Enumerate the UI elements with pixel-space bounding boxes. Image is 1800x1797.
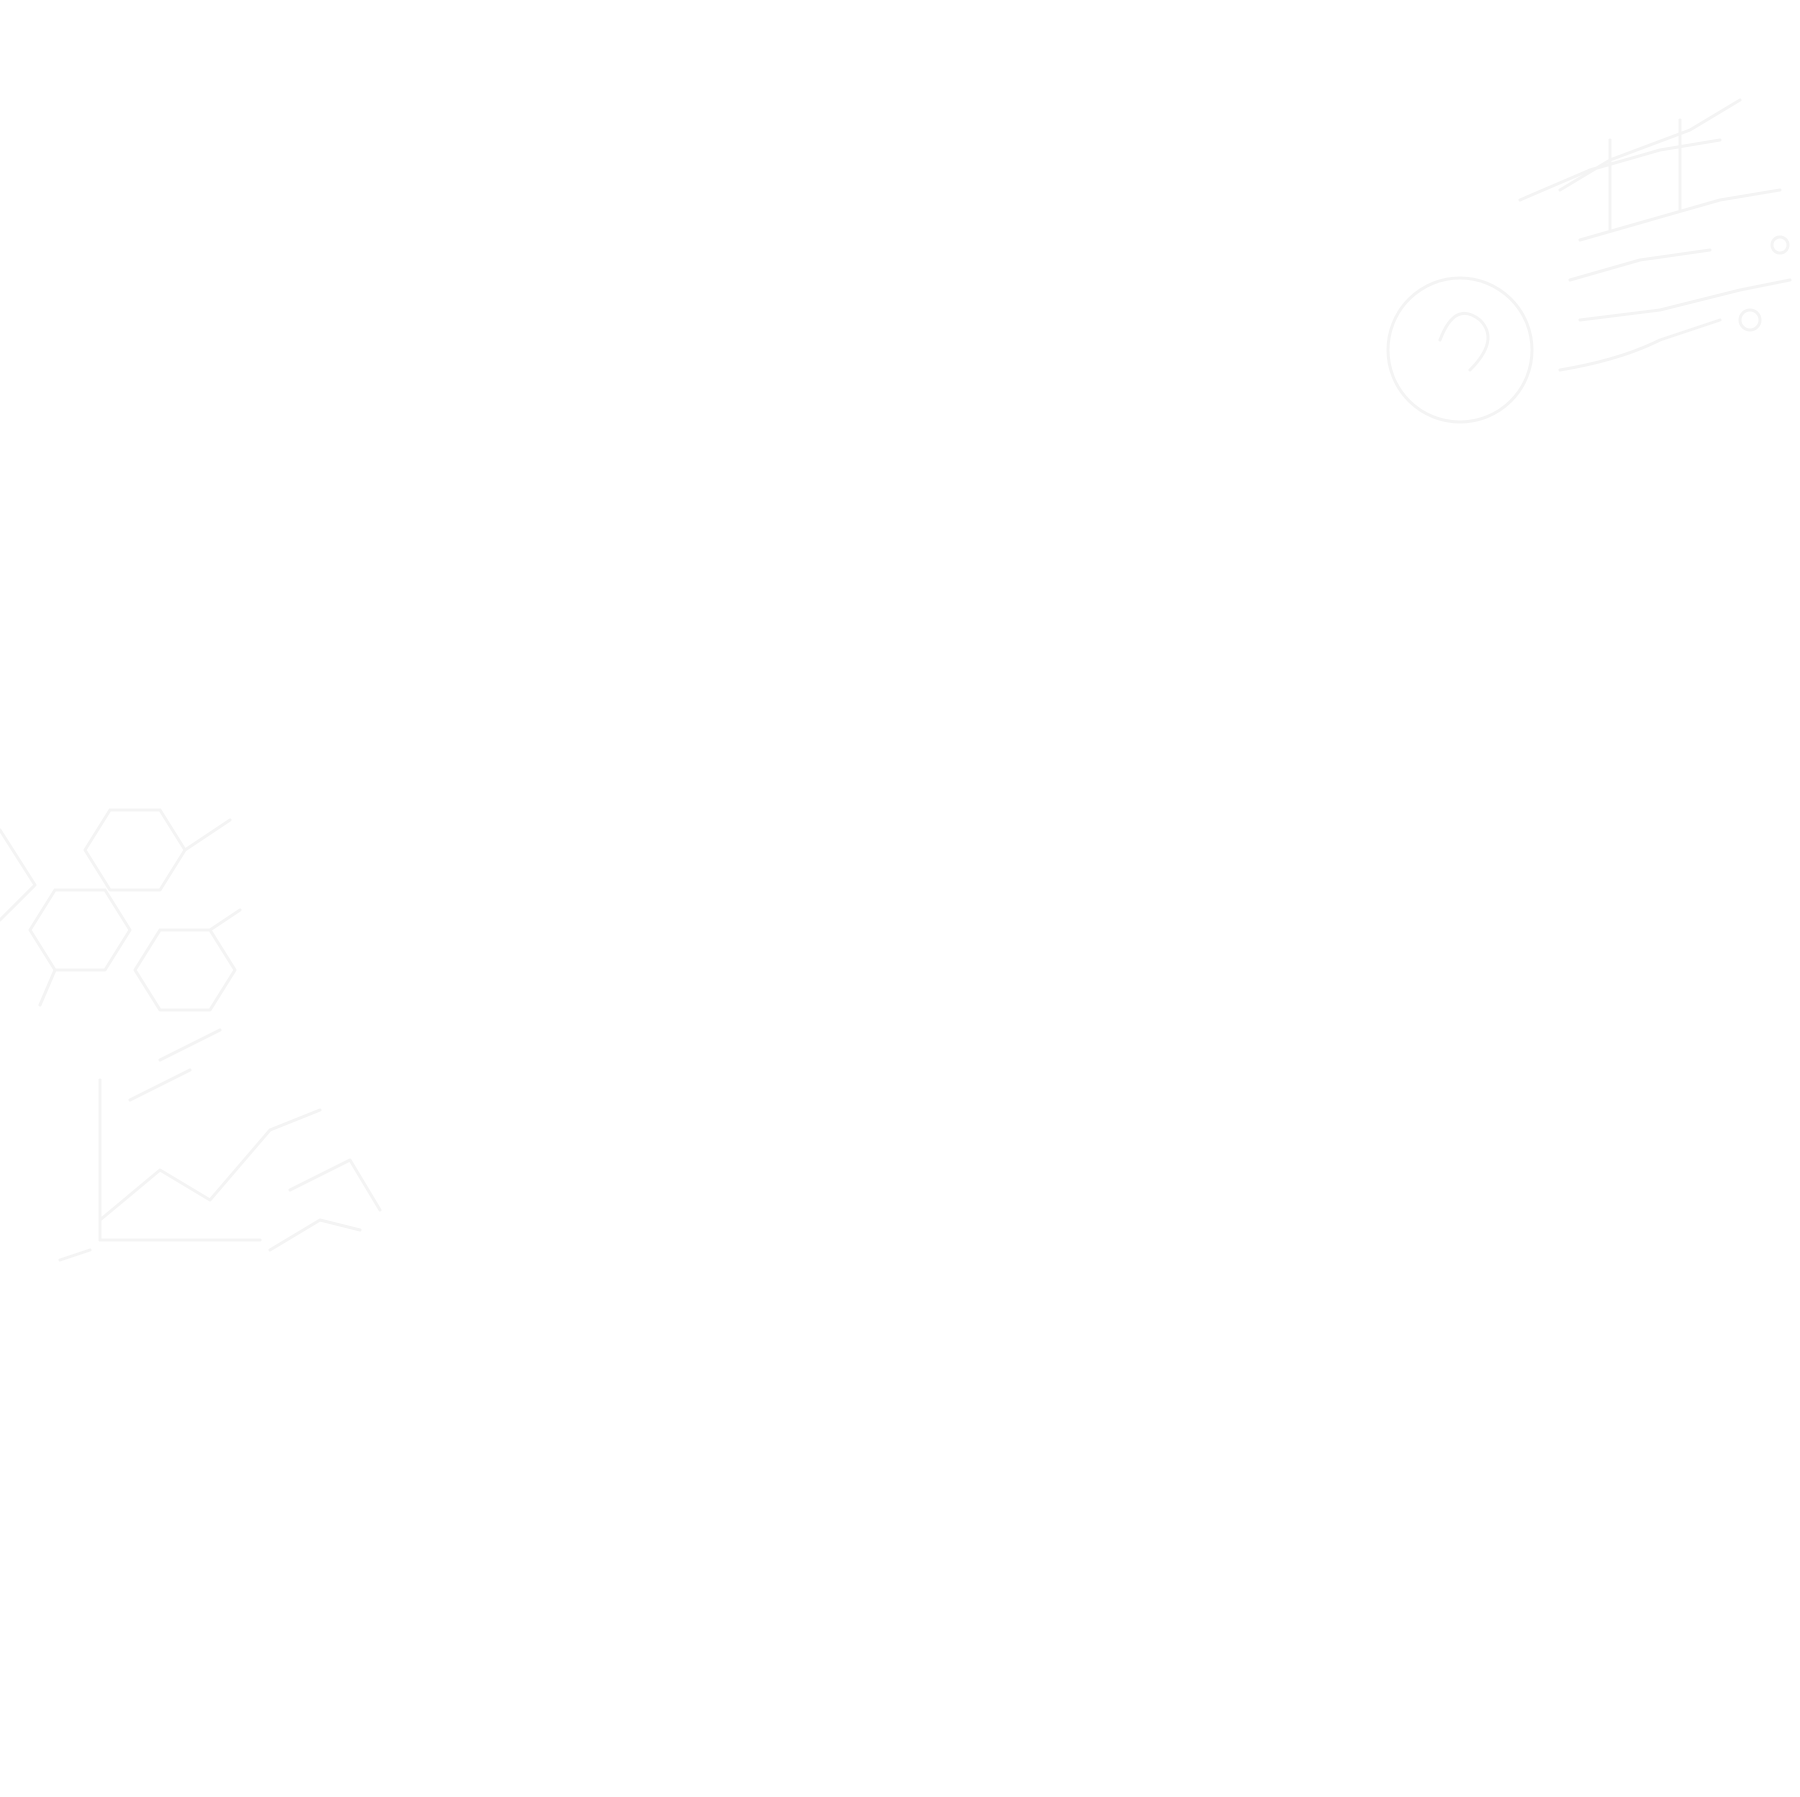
chart-icon: [58, 1028, 382, 1262]
flask-icon: [1386, 98, 1792, 424]
molecule-icon: [0, 808, 242, 1012]
